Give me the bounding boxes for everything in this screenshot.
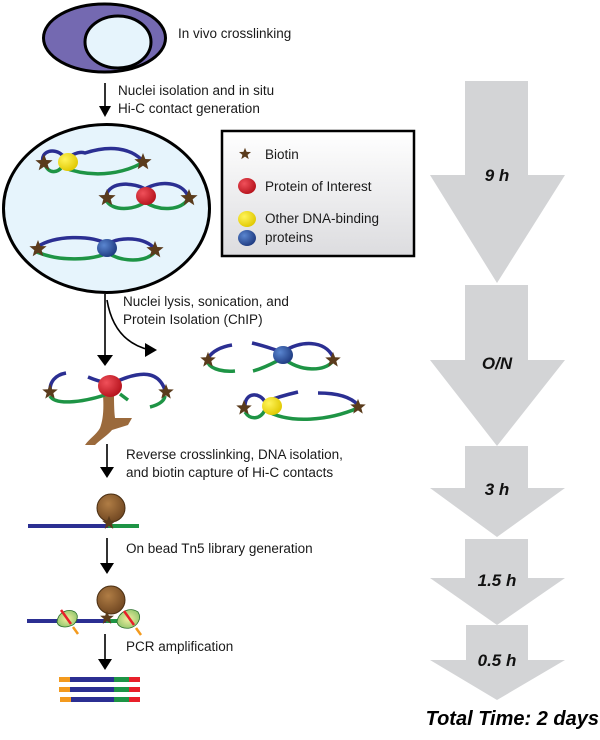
step-label-lysis-2: Protein Isolation (ChIP) xyxy=(123,312,263,327)
legend-label-protein-of-interest: Protein of Interest xyxy=(265,179,372,194)
chip-complex-icon xyxy=(42,371,174,445)
time-arrow-5: 0.5 h xyxy=(430,625,565,700)
step-label-crosslinking: In vivo crosslinking xyxy=(178,26,291,41)
bead-capture-icon xyxy=(28,493,139,529)
amplicon xyxy=(60,697,140,702)
step-label-nuclei-isolation-2: Hi-C contact generation xyxy=(118,101,260,116)
legend-label-other-proteins-2: proteins xyxy=(265,230,313,245)
step-label-reverse-crosslinking-1: Reverse crosslinking, DNA isolation, xyxy=(126,447,343,462)
cell-icon xyxy=(42,2,167,74)
step-label-tn5: On bead Tn5 library generation xyxy=(126,541,313,556)
duration-label: 0.5 h xyxy=(478,651,517,670)
other-protein-yellow-icon xyxy=(238,211,256,227)
step-label-reverse-crosslinking-2: and biotin capture of Hi-C contacts xyxy=(126,465,333,480)
legend: Biotin Protein of Interest Other DNA-bin… xyxy=(220,129,416,258)
time-arrow-3: 3 h xyxy=(430,446,565,537)
pcr-products-icon xyxy=(59,677,140,702)
down-arrow-icon xyxy=(100,444,114,478)
tn5-tagmentation-icon xyxy=(27,585,143,636)
protein-of-interest-icon xyxy=(238,178,256,194)
duration-label: 9 h xyxy=(485,166,510,185)
step-label-nuclei-isolation-1: Nuclei isolation and in situ xyxy=(118,83,274,98)
split-arrow-icon xyxy=(97,294,157,366)
time-arrow-2: O/N xyxy=(430,285,565,446)
step-label-lysis-1: Nuclei lysis, sonication, and xyxy=(123,294,289,309)
other-protein-blue-icon xyxy=(238,230,256,246)
step-label-pcr: PCR amplification xyxy=(126,639,233,654)
down-arrow-icon xyxy=(98,634,112,670)
time-arrow-1: 9 h xyxy=(430,81,565,283)
down-arrow-icon xyxy=(99,83,111,117)
down-arrow-icon xyxy=(100,538,114,574)
unbound-fragments-icon xyxy=(200,341,366,421)
legend-label-other-proteins-1: Other DNA-binding xyxy=(265,211,379,226)
time-arrow-4: 1.5 h xyxy=(430,539,565,625)
amplicon xyxy=(59,677,140,682)
nucleus-icon xyxy=(2,123,211,294)
duration-label: 3 h xyxy=(485,480,510,499)
legend-label-biotin: Biotin xyxy=(265,147,299,162)
duration-label: O/N xyxy=(482,354,513,373)
amplicon xyxy=(59,687,140,692)
total-time-label: Total Time: 2 days xyxy=(426,708,599,730)
duration-label: 1.5 h xyxy=(478,571,517,590)
